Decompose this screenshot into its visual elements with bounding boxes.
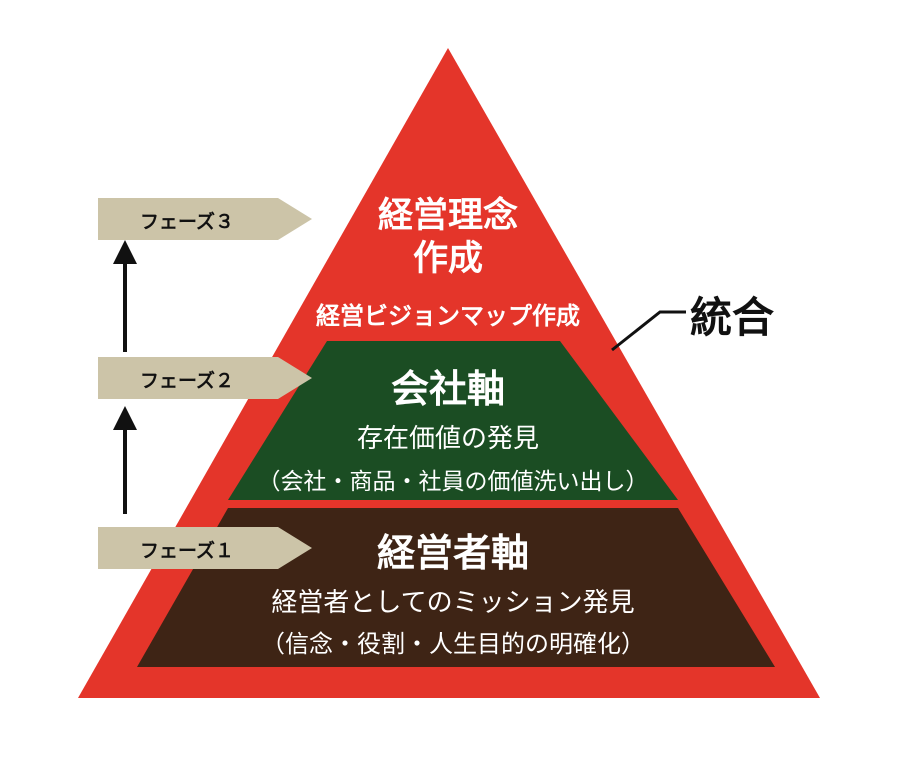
phase-1-tag — [98, 527, 312, 569]
middle-note: （会社・商品・社員の価値洗い出し） — [257, 469, 649, 495]
phase-3-label: フェーズ３ — [139, 211, 235, 233]
middle-title: 会社軸 — [390, 367, 505, 411]
bottom-text: 経営者としてのミッション発見 — [271, 588, 635, 618]
integration-label: 統合 — [690, 293, 775, 342]
top-subtitle: 経営ビジョンマップ作成 — [316, 302, 580, 330]
bottom-title: 経営者軸 — [376, 531, 529, 575]
phase-2-tag — [98, 357, 312, 399]
middle-text: 存在価値の発見 — [356, 424, 539, 454]
top-title-line1: 経営理念 — [377, 196, 518, 236]
phase-1-label: フェーズ１ — [139, 540, 235, 562]
integration-leader-line — [611, 310, 686, 352]
bottom-note: （信念・役割・人生目的の明確化） — [261, 630, 645, 658]
top-title-line2: 作成 — [412, 239, 483, 279]
phase-3-tag — [98, 198, 312, 240]
phase-2-label: フェーズ２ — [139, 370, 235, 392]
pyramid-middle-green — [228, 341, 678, 500]
